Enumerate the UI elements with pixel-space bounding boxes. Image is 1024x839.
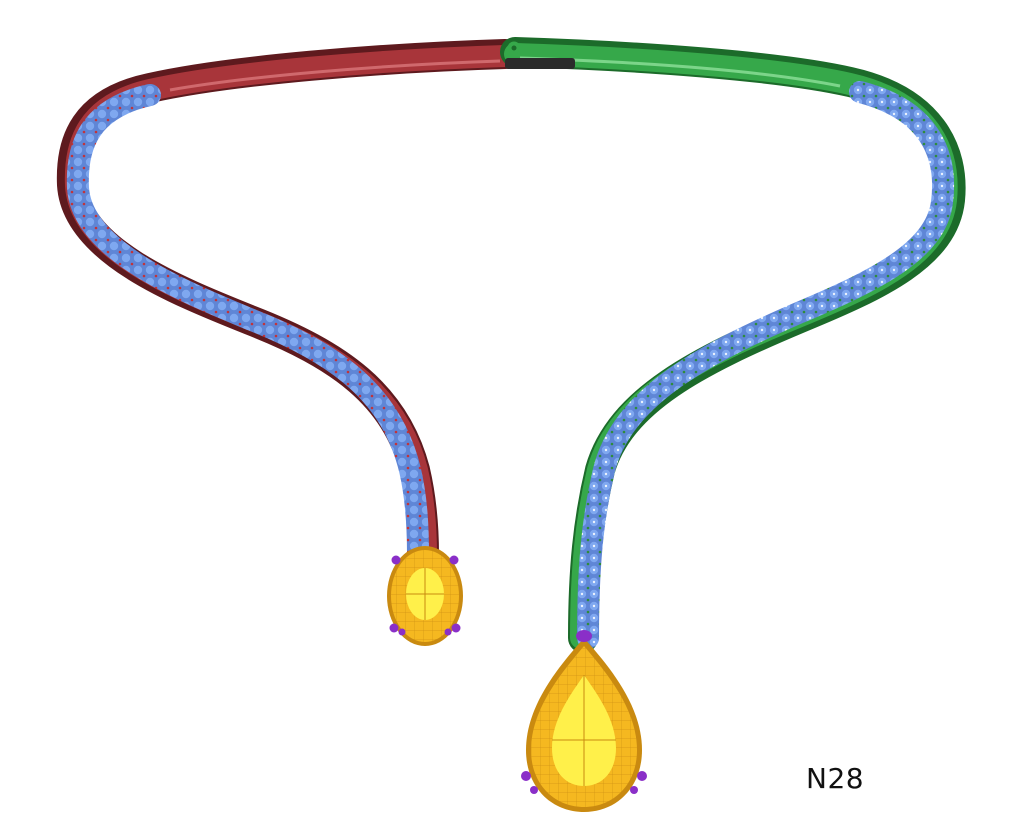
model-label: N28 [806,762,865,795]
left-band [56,39,520,570]
right-gem-pear [521,630,647,812]
left-band-outer [56,39,520,570]
left-gem-prongs [389,555,461,636]
clasp-bar [505,58,575,69]
left-pave-strip [66,84,429,566]
clasp [505,41,575,69]
left-gem-oval [387,546,463,646]
left-band-rail [64,45,516,566]
left-band-highlight [169,59,501,92]
right-pave-strip [577,81,954,649]
right-band [500,37,966,653]
right-gem-prongs [521,630,647,794]
